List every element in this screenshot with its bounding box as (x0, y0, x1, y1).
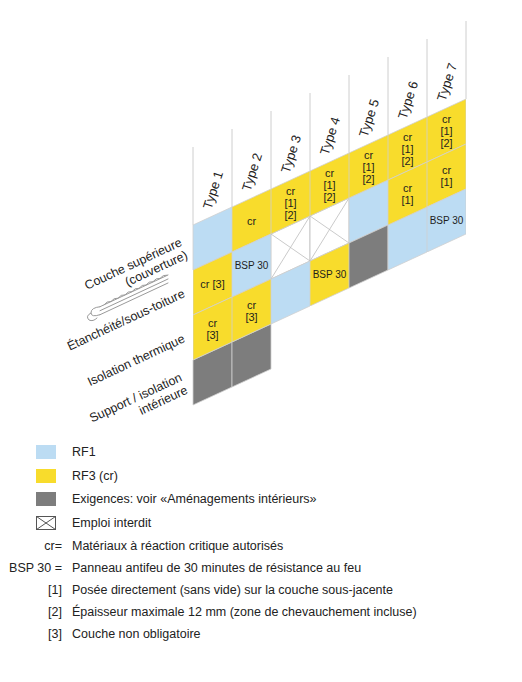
legend-text: Emploi interdit (72, 516, 502, 531)
legend-swatch (36, 469, 56, 483)
cell-text: cr [1] [2] (359, 149, 379, 185)
layer-cell: cr [3] (193, 297, 232, 360)
key-abbreviation: [3] (48, 627, 62, 642)
key-definition: Matériaux à réaction critique autorisés (72, 539, 512, 554)
key-definition: Épaisseur maximale 12 mm (zone de chevau… (72, 605, 512, 620)
cell-text: cr [1] [2] (398, 131, 418, 167)
layer-cell: cr [1] [2] (271, 171, 310, 234)
cell-text: cr [1] [2] (281, 185, 301, 221)
cell-text: cr [3] (242, 299, 262, 323)
legend-swatch (36, 492, 56, 506)
layer-cell: cr [3] (232, 279, 271, 342)
column-title: Type 6 (394, 79, 420, 121)
cell-text: cr [1] [2] (320, 167, 340, 203)
cell-text: cr [1] (437, 164, 457, 188)
column-title: Type 2 (238, 151, 264, 193)
layer-cell: cr [1] (388, 162, 427, 225)
layer-cell: cr [1] [2] (310, 153, 349, 216)
column-title: Type 1 (199, 169, 225, 211)
column-title: Type 7 (433, 61, 459, 103)
key-abbreviation: [2] (48, 605, 62, 620)
column-title: Type 4 (316, 115, 342, 157)
layer-cell: BSP 30 (427, 189, 466, 252)
key-definition: Panneau antifeu de 30 minutes de résista… (72, 561, 512, 576)
column-separators (193, 21, 466, 225)
key-abbreviation: BSP 30 = (9, 561, 62, 576)
column-title: Type 3 (277, 133, 303, 175)
cell-text: BSP 30 (428, 215, 465, 227)
cell-text: cr [1] [2] (437, 113, 457, 149)
legend-text: Exigences: voir «Aménagements intérieurs… (72, 492, 502, 507)
layer-cell: cr [1] [2] (349, 135, 388, 198)
cell-text: cr [3] (203, 317, 223, 341)
key-definition: Couche non obligatoire (72, 627, 512, 642)
rf1-cell (271, 261, 310, 324)
legend-text: RF1 (72, 445, 502, 460)
legend-swatch (36, 516, 56, 530)
cell-text: cr [3] (195, 278, 231, 290)
key-abbreviation: [1] (48, 583, 62, 598)
forbidden-symbol (36, 516, 56, 530)
interior-cell (349, 225, 388, 288)
cell-text: cr [1] (398, 182, 418, 206)
key-definition: Posée directement (sans vide) sur la cou… (72, 583, 512, 598)
legend-text: RF3 (cr) (72, 469, 502, 484)
column-title: Type 5 (355, 97, 381, 139)
legend-swatch (36, 445, 56, 459)
cell-text: BSP 30 (311, 269, 348, 281)
layer-cell: BSP 30 (310, 243, 349, 306)
key-abbreviation: cr= (44, 539, 62, 554)
cell-text: BSP 30 (233, 260, 270, 272)
cell-text: cr (242, 215, 262, 227)
